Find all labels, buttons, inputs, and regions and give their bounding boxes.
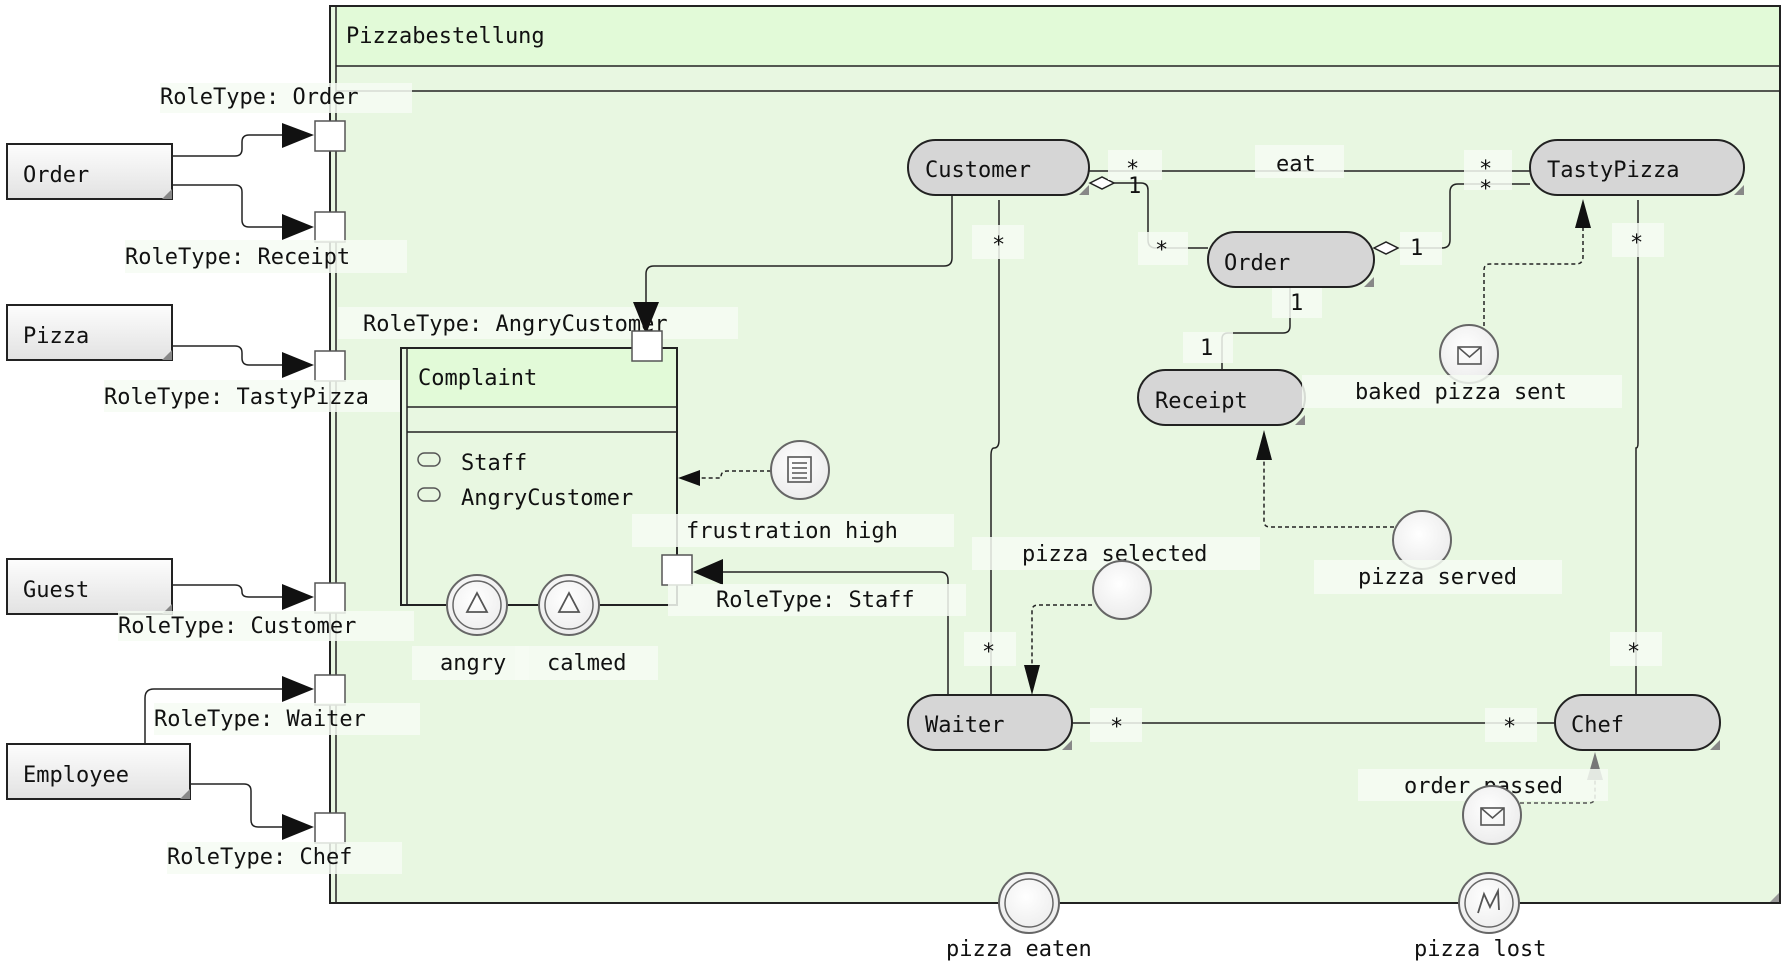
port-label-waiter: RoleType: Waiter (154, 703, 420, 735)
svg-text:RoleType: Order: RoleType: Order (160, 85, 359, 110)
svg-text:RoleType: Chef: RoleType: Chef (167, 845, 352, 870)
port-label-chef: RoleType: Chef (167, 842, 402, 874)
port-label-order: RoleType: Order (160, 83, 412, 113)
role-icon (417, 487, 441, 502)
port-label-receipt: RoleType: Receipt (125, 240, 407, 273)
event-calmed[interactable]: calmed (515, 574, 658, 680)
svg-text:RoleType: AngryCustomer: RoleType: AngryCustomer (363, 312, 668, 337)
svg-text:1: 1 (1290, 291, 1303, 316)
event-pizza-eaten[interactable]: pizza eaten (946, 872, 1092, 962)
role-type-tastypizza[interactable]: TastyPizza (1529, 139, 1745, 196)
svg-text:1: 1 (1200, 336, 1213, 361)
complaint-title: Complaint (418, 366, 537, 391)
natural-type-order[interactable]: Order (6, 143, 173, 200)
role-label: Waiter (925, 713, 1004, 738)
role-type-waiter[interactable]: Waiter (907, 694, 1073, 751)
role-type-order[interactable]: Order (1207, 231, 1375, 288)
role-label: Customer (925, 158, 1031, 183)
natural-type-label: Guest (23, 578, 89, 603)
port-staff[interactable]: RoleType: Staff (661, 554, 966, 695)
multiplicity-labels: * 1 eat * * * 1 1 1 * * * * * * (964, 145, 1664, 742)
svg-text:RoleType: Customer: RoleType: Customer (118, 614, 356, 639)
port-label-customer: RoleType: Customer (118, 611, 414, 641)
natural-type-label: Pizza (23, 324, 89, 349)
role-label: Chef (1571, 713, 1624, 738)
natural-type-guest[interactable]: Guest (6, 558, 173, 615)
message-icon (1480, 807, 1505, 826)
complaint-item-staff: Staff (461, 451, 527, 476)
natural-type-label: Order (23, 163, 89, 188)
role-label: Receipt (1155, 389, 1248, 414)
svg-text:*: * (1126, 157, 1139, 182)
fills-arrowheads (282, 123, 314, 840)
natural-type-employee[interactable]: Employee (6, 743, 191, 800)
svg-text:1: 1 (1128, 174, 1141, 199)
svg-text:angry: angry (440, 651, 506, 676)
relation-eat-label: eat (1276, 152, 1316, 177)
event-pizza-selected[interactable]: pizza selected (972, 537, 1260, 695)
natural-type-label: Employee (23, 763, 129, 788)
event-frustration-high[interactable]: frustration high (632, 440, 954, 547)
svg-text:RoleType: TastyPizza: RoleType: TastyPizza (104, 385, 369, 410)
escalation-icon (557, 591, 581, 613)
fills-connectors (144, 134, 290, 828)
complaint-item-angrycustomer: AngryCustomer (461, 486, 633, 511)
event-baked-pizza-sent[interactable]: baked pizza sent (1302, 199, 1622, 408)
event-pizza-served[interactable]: pizza served (1256, 430, 1562, 594)
svg-text:*: * (982, 640, 995, 665)
aggregation-diamond (1372, 241, 1400, 255)
svg-text:*: * (1627, 640, 1640, 665)
error-icon (1477, 887, 1500, 914)
compartment-complaint[interactable]: Complaint Staff AngryCustomer (400, 347, 678, 606)
svg-text:*: * (1110, 715, 1123, 740)
event-pizza-lost[interactable]: pizza lost (1414, 872, 1546, 962)
role-label: Order (1224, 251, 1290, 276)
port-angrycustomer[interactable]: RoleType: AngryCustomer (338, 170, 953, 362)
svg-text:*: * (992, 233, 1005, 258)
svg-text:pizza eaten: pizza eaten (946, 937, 1092, 962)
role-type-customer[interactable]: Customer (907, 139, 1090, 196)
svg-text:*: * (1155, 238, 1168, 263)
escalation-icon (465, 591, 489, 613)
message-icon (1457, 346, 1482, 365)
svg-text:*: * (1479, 177, 1492, 202)
svg-text:*: * (1479, 157, 1492, 182)
svg-text:RoleType: Receipt: RoleType: Receipt (125, 245, 350, 270)
compartment-title: Pizzabestellung (346, 24, 545, 49)
svg-text:pizza lost: pizza lost (1414, 937, 1546, 962)
port-label-tastypizza: RoleType: TastyPizza (104, 380, 434, 412)
svg-text:1: 1 (1410, 236, 1423, 261)
role-type-chef[interactable]: Chef (1554, 694, 1721, 751)
svg-text:RoleType: Staff: RoleType: Staff (716, 588, 915, 613)
event-order-passed[interactable]: order passed (1358, 752, 1608, 845)
svg-text:*: * (1503, 715, 1516, 740)
natural-type-pizza[interactable]: Pizza (6, 304, 173, 361)
svg-text:*: * (1630, 231, 1643, 256)
role-icon (417, 452, 441, 467)
port-squares[interactable] (314, 120, 346, 844)
svg-text:RoleType: Waiter: RoleType: Waiter (154, 707, 366, 732)
role-type-receipt[interactable]: Receipt (1137, 369, 1306, 426)
svg-text:frustration high: frustration high (686, 519, 898, 544)
conditional-icon (787, 456, 812, 483)
role-label: TastyPizza (1547, 158, 1679, 183)
svg-text:pizza served: pizza served (1358, 565, 1517, 590)
svg-text:calmed: calmed (547, 651, 626, 676)
svg-text:baked pizza sent: baked pizza sent (1355, 380, 1567, 405)
event-angry[interactable]: angry (412, 574, 529, 680)
